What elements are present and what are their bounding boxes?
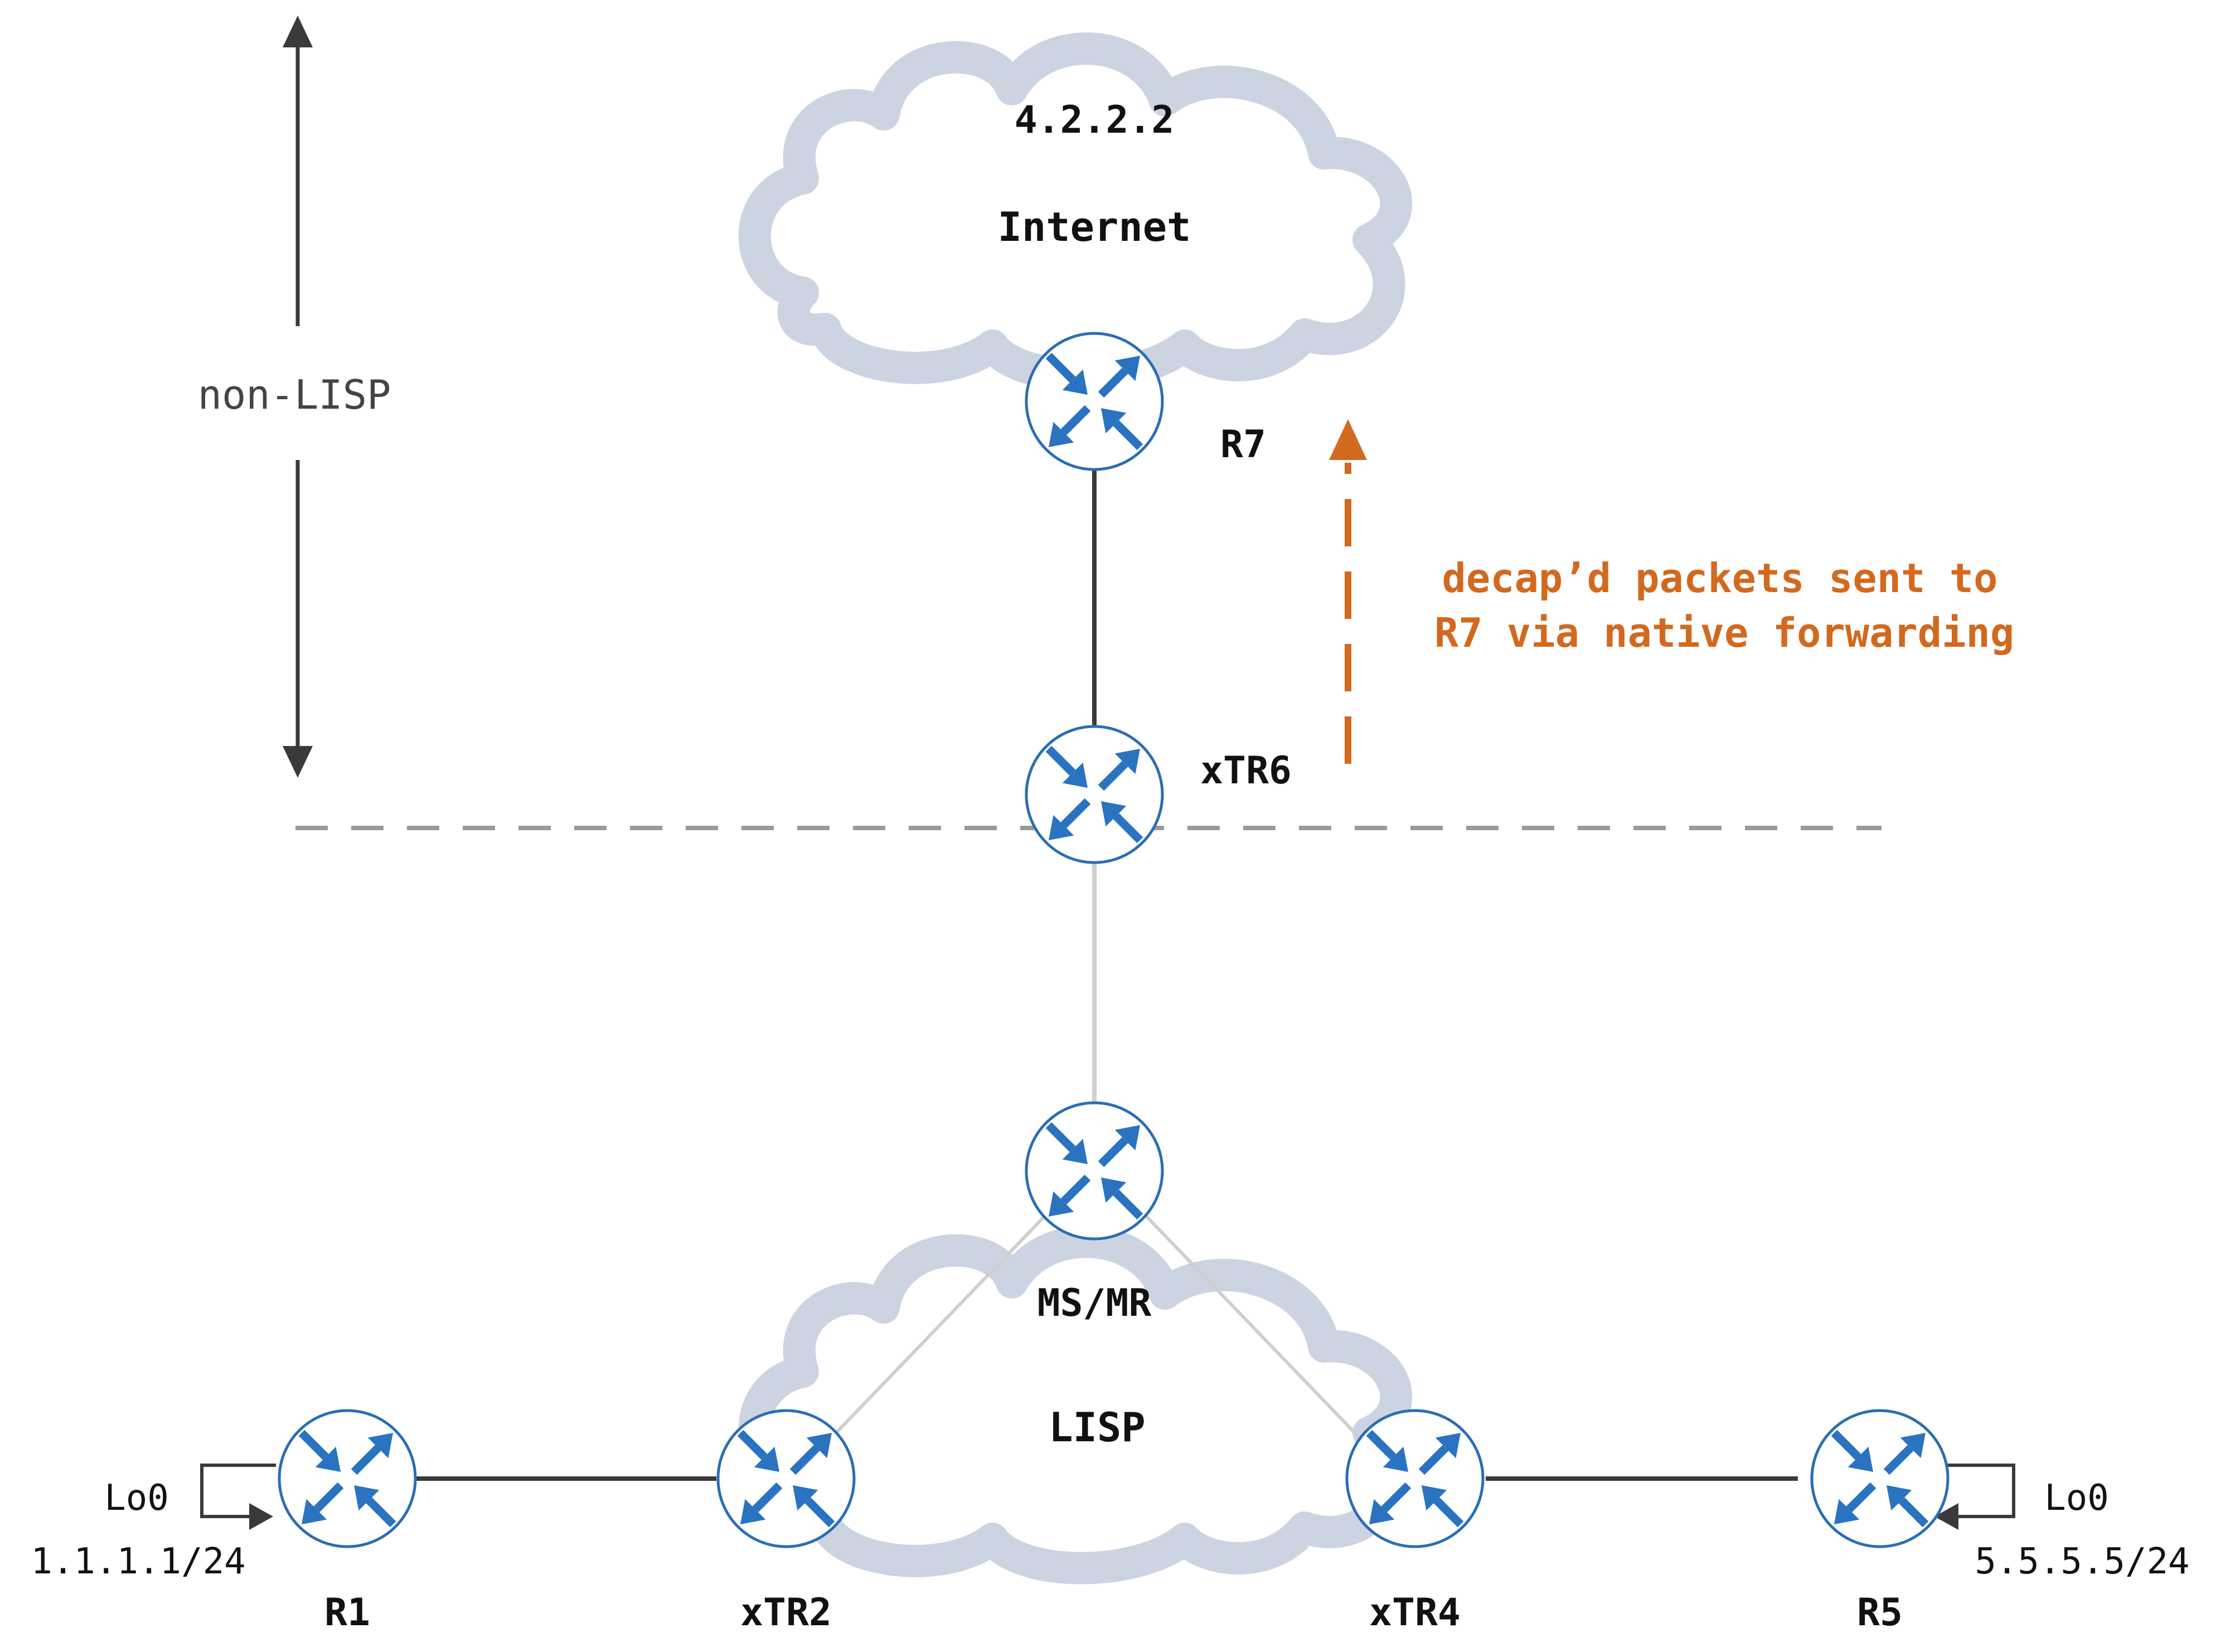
- r1-loopback-icon: [200, 1464, 276, 1530]
- routers-layer: [278, 332, 1950, 1548]
- lisp-cloud-label: LISP: [1049, 1404, 1145, 1451]
- link-msmr-xtr2: [829, 1211, 1050, 1440]
- r5-loopback-label: Lo0: [2044, 1477, 2109, 1519]
- r1-prefix-label: 1.1.1.1/24: [31, 1541, 245, 1582]
- link-msmr-xtr4: [1141, 1211, 1362, 1440]
- annotation-line-2: R7 via native forwarding: [1434, 609, 2014, 656]
- r1-loopback-label: Lo0: [104, 1477, 169, 1519]
- non-lisp-zone-label: non-LISP: [198, 371, 391, 418]
- lisp-cloud-icon: [738, 1225, 1413, 1585]
- r5-router-icon: [1810, 1409, 1950, 1548]
- internet-address-label: 4.2.2.2: [1015, 98, 1175, 142]
- r7-router-icon: [1025, 332, 1164, 471]
- r5-label: R5: [1857, 1591, 1903, 1635]
- xtr2-router-icon: [716, 1409, 856, 1548]
- annotation-line-1: decap’d packets sent to: [1442, 555, 1998, 602]
- internet-cloud-label: Internet: [998, 204, 1191, 250]
- xtr2-label: xTR2: [740, 1591, 832, 1635]
- r1-label: R1: [324, 1591, 370, 1635]
- internet-cloud-icon: [738, 32, 1413, 391]
- xtr4-label: xTR4: [1369, 1591, 1461, 1635]
- r5-loopback-icon: [1933, 1464, 2015, 1530]
- xtr4-router-icon: [1345, 1409, 1485, 1548]
- decap-forwarding-arrow: [1329, 419, 1367, 764]
- msmr-router-icon: [1025, 1101, 1164, 1241]
- non-lisp-zone-arrow: [283, 16, 313, 778]
- msmr-label: MS/MR: [1037, 1281, 1152, 1325]
- r5-prefix-label: 5.5.5.5/24: [1975, 1541, 2189, 1582]
- xtr6-label: xTR6: [1200, 749, 1292, 793]
- xtr6-router-icon: [1025, 725, 1164, 864]
- r1-router-icon: [278, 1409, 417, 1548]
- r7-label: R7: [1220, 423, 1266, 467]
